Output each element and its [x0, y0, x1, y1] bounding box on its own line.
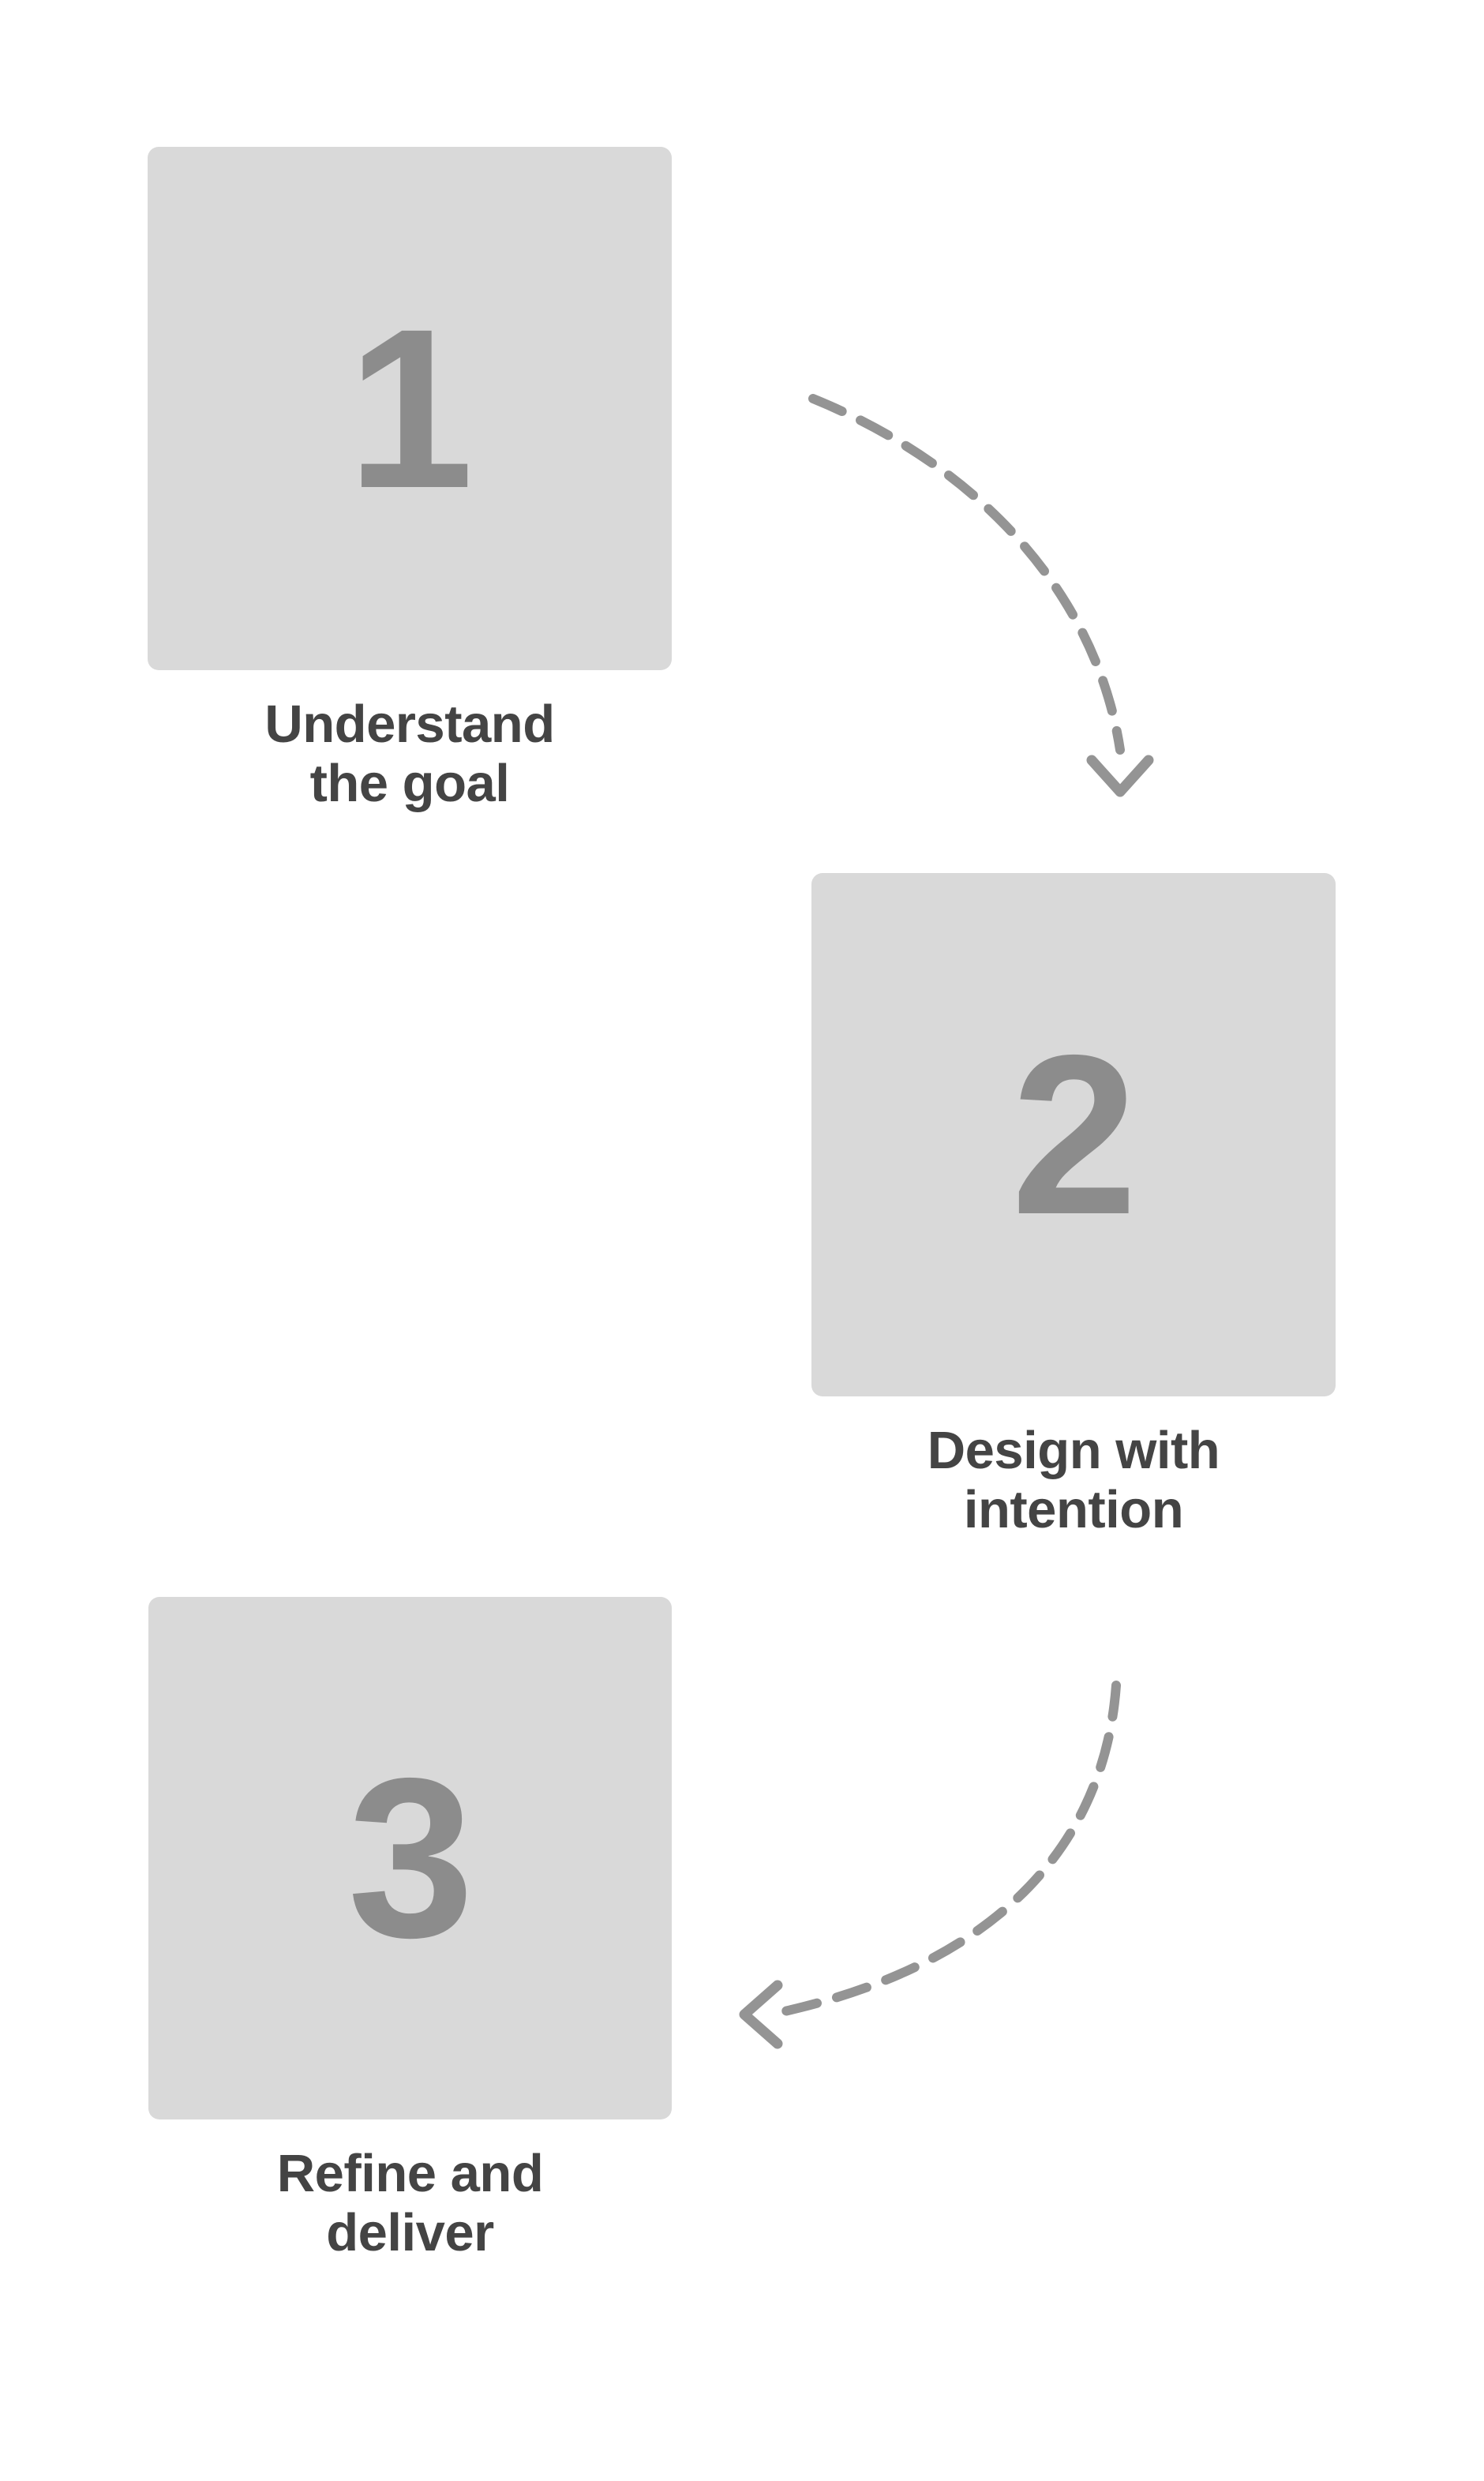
connector-arrow-2-to-3: [739, 1681, 1121, 2049]
connector-arrow-1-to-2-line: [808, 394, 1125, 755]
step-2-label: Design with intention: [927, 1421, 1220, 1540]
connector-arrow-2-to-3-line: [773, 1681, 1121, 2018]
connector-arrow-1-to-2-head: [1086, 755, 1154, 797]
step-3-label: Refine and deliver: [276, 2144, 544, 2263]
step-3-box: 3: [148, 1597, 672, 2119]
step-2-number: 2: [1010, 1007, 1137, 1262]
step-1-number: 1: [347, 281, 474, 536]
step-2-box: 2: [811, 873, 1336, 1396]
connector-arrow-1-to-2: [808, 394, 1154, 797]
connector-arrow-2-to-3-head: [739, 1980, 783, 2049]
step-1-label: Understand the goal: [264, 695, 555, 814]
step-1-box: 1: [148, 147, 672, 670]
step-3-number: 3: [347, 1731, 474, 1985]
